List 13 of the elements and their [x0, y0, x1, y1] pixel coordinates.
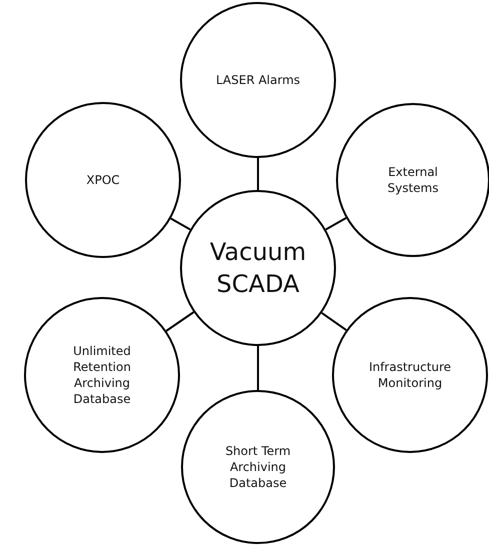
node-label: Infrastructure Monitoring	[368, 358, 452, 392]
connector-line	[257, 158, 259, 190]
node-label: LASER Alarms	[214, 72, 302, 88]
connector-line	[325, 217, 347, 230]
connector-line	[166, 311, 194, 332]
node-label: Unlimited Retention Archiving Database	[72, 342, 132, 408]
node-label: External Systems	[386, 164, 440, 196]
connector-line	[257, 346, 259, 390]
connector-line	[170, 218, 191, 230]
connector-line	[321, 312, 347, 331]
node-label: Short Term Archiving Database	[224, 442, 292, 492]
node-label: Vacuum SCADA	[208, 236, 308, 300]
node-label: XPOC	[85, 172, 121, 188]
